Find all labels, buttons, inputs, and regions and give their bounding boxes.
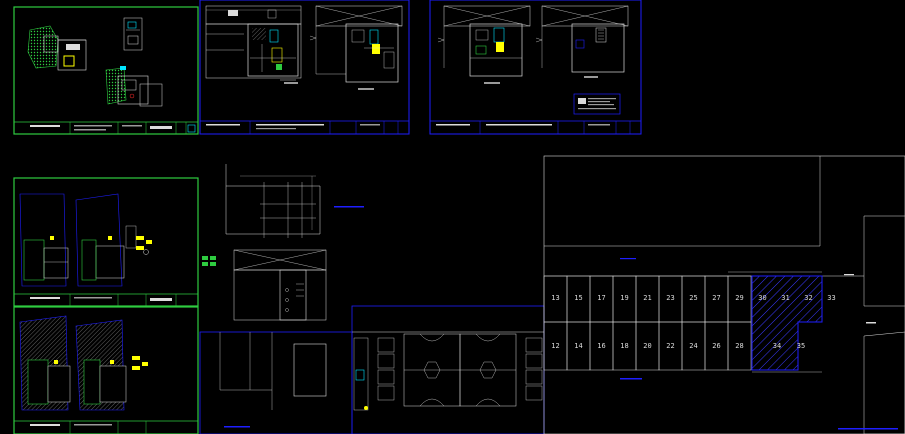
structural-grid-detail [225,164,364,238]
subdivision-sheet[interactable]: 13 15 17 19 21 23 25 27 29 30 31 32 33 12 14 16 18 20 22 24… [543,155,905,434]
north-arrow-icon [202,256,216,266]
lot-number-label: 32 [804,294,812,302]
lot-number-label: 15 [574,294,582,302]
lot-number-label: 13 [551,294,559,302]
lot-number-label: 12 [551,342,559,350]
elevation-sheet[interactable] [351,305,545,434]
sheet5-title-block [14,420,198,434]
floor-plan-right-2 [535,5,629,78]
floor-plan-right [309,5,403,90]
lot-cell [727,321,752,371]
lot-number-label: 34 [773,342,781,350]
sheet4-title-block [14,293,198,306]
lot-plan-drawing-b [19,315,148,411]
sheet-floor-plans-1[interactable] [199,0,410,135]
lot-grid: 13 15 17 19 21 23 25 27 29 30 31 32 33 12 14 16 18 20 22 24… [543,275,836,371]
lot-number-label: 33 [827,294,835,302]
lot-number-label: 25 [689,294,697,302]
sheet-floor-plans-2[interactable] [429,0,642,135]
sheet1-title-block [14,121,198,134]
lot-number-label: 35 [797,342,805,350]
lot-number-label: 16 [597,342,605,350]
lot-number-label: 23 [666,294,674,302]
lot-plan-drawing-a [19,193,152,287]
lot-number-label: 28 [735,342,743,350]
sheet-site-plan[interactable] [13,6,199,135]
lot-number-label: 19 [620,294,628,302]
sheet3-title-block [430,120,641,134]
sheet-lot-plans-b[interactable] [13,306,199,434]
lot-number-label: 17 [597,294,605,302]
lot-number-label: 31 [781,294,789,302]
floor-plan-left [205,5,302,84]
floor-plan-left-2 [437,5,531,84]
legend-box [573,93,621,115]
lot-number-label: 21 [643,294,651,302]
lot-number-label: 29 [735,294,743,302]
site-plan-drawing [27,17,163,107]
lot-number-label: 26 [712,342,720,350]
lot-number-label: 18 [620,342,628,350]
bottom-plan-frame[interactable] [199,331,353,434]
lot-number-label: 20 [643,342,651,350]
lot-number-label: 24 [689,342,697,350]
lot-number-label: 14 [574,342,582,350]
title-block-logo-icon [187,124,196,133]
lot-number-label: 30 [758,294,766,302]
lot-number-label: 27 [712,294,720,302]
sheet2-title-block [200,120,409,134]
house-section-detail [233,249,327,321]
sheet-lot-plans-a[interactable] [13,177,199,307]
lot-number-label: 22 [666,342,674,350]
